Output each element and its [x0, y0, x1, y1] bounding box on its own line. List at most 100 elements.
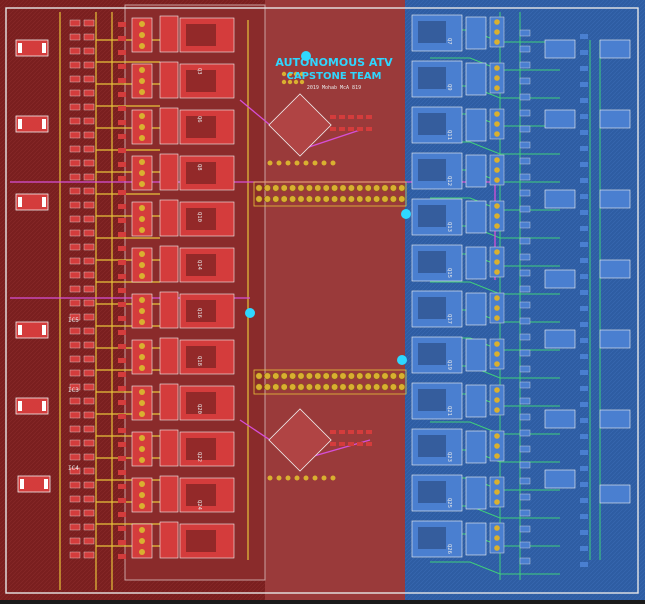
- ic-footprint: [544, 269, 576, 289]
- board-outline: [5, 7, 639, 594]
- resistor-pad: [83, 453, 95, 461]
- relay-inner: [186, 70, 216, 92]
- terminal-pin: [139, 354, 145, 360]
- header-pin: [263, 372, 271, 380]
- terminal-pin: [494, 295, 500, 301]
- resistor-pad: [519, 349, 531, 357]
- resistor-pad: [83, 117, 95, 125]
- terminal-pin: [139, 273, 145, 279]
- resistor-pad: [519, 45, 531, 53]
- pin-pad: [42, 43, 46, 53]
- resistor-pad: [118, 372, 126, 377]
- terminal-pin: [494, 259, 500, 265]
- resistor-pad: [118, 512, 126, 517]
- resistor-pad: [118, 246, 126, 251]
- resistor-pad: [519, 541, 531, 549]
- header-outline: [253, 369, 407, 395]
- terminal-pin: [494, 453, 500, 459]
- ic-footprint: [544, 189, 576, 209]
- terminal-pin: [139, 170, 145, 176]
- relay-body: [179, 477, 235, 513]
- relay-pad: [465, 246, 487, 280]
- resistor-pad: [83, 425, 95, 433]
- header-pin: [280, 195, 288, 203]
- header-pin: [272, 195, 280, 203]
- resistor-pad: [580, 434, 588, 439]
- resistor-pad: [519, 93, 531, 101]
- resistor-pad: [580, 178, 588, 183]
- resistor-pad: [519, 173, 531, 181]
- relay-inner: [418, 389, 446, 411]
- pin-pad: [44, 479, 48, 489]
- pad: [293, 71, 299, 77]
- terminal-pin: [139, 67, 145, 73]
- resistor-pad: [118, 344, 126, 349]
- board-title-line1: AUTONOMOUS ATV: [275, 56, 393, 69]
- terminal-pin: [139, 389, 145, 395]
- resistor-pad: [118, 204, 126, 209]
- resistor-pad: [69, 495, 81, 503]
- board-credit: 2019 Mohab McA 819: [307, 85, 361, 91]
- header-pin: [314, 383, 322, 391]
- header-pin: [381, 184, 389, 192]
- header-pin: [322, 383, 330, 391]
- header-pin: [389, 372, 397, 380]
- smd-pad: [357, 442, 363, 446]
- terminal-pin: [494, 65, 500, 71]
- header-pin: [373, 195, 381, 203]
- relay-body: [411, 198, 463, 236]
- resistor-pad: [69, 159, 81, 167]
- resistor-pad: [118, 50, 126, 55]
- resistor-pad: [118, 232, 126, 237]
- relay-inner: [418, 21, 446, 43]
- pad: [281, 71, 287, 77]
- relay-inner: [418, 205, 446, 227]
- terminal-pin: [139, 124, 145, 130]
- ic-footprint: [599, 39, 631, 59]
- relay-label: Q12: [446, 176, 452, 186]
- resistor-pad: [118, 64, 126, 69]
- ic-label: IC3: [68, 387, 79, 394]
- relay-label: Q22: [196, 452, 202, 462]
- resistor-pad: [118, 218, 126, 223]
- header-pin: [364, 372, 372, 380]
- header-pin: [389, 195, 397, 203]
- resistor-pad: [580, 514, 588, 519]
- pad: [330, 475, 336, 481]
- resistor-pad: [580, 210, 588, 215]
- smd-pad: [339, 115, 345, 119]
- header-pin: [389, 184, 397, 192]
- resistor-pad: [83, 19, 95, 27]
- resistor-pad: [83, 271, 95, 279]
- relay-body: [179, 63, 235, 99]
- header-pin: [331, 383, 339, 391]
- resistor-pad: [519, 557, 531, 565]
- resistor-pad: [69, 271, 81, 279]
- smd-pad: [339, 430, 345, 434]
- relay-inner: [418, 297, 446, 319]
- relay-pad: [159, 429, 179, 467]
- resistor-pad: [519, 237, 531, 245]
- resistor-pad: [83, 467, 95, 475]
- header-pin: [339, 195, 347, 203]
- resistor-pad: [69, 299, 81, 307]
- resistor-pad: [519, 29, 531, 37]
- mounting-via: [401, 209, 411, 219]
- resistor-pad: [580, 562, 588, 567]
- resistor-pad: [69, 47, 81, 55]
- resistor-pad: [83, 383, 95, 391]
- header-pin: [289, 195, 297, 203]
- relay-body: [411, 152, 463, 190]
- terminal-pin: [139, 113, 145, 119]
- relay-body: [179, 431, 235, 467]
- header-pin: [347, 372, 355, 380]
- smd-pad: [366, 127, 372, 131]
- relay-inner: [186, 346, 216, 368]
- pad: [330, 160, 336, 166]
- relay-label: Q26: [446, 544, 452, 554]
- resistor-pad: [83, 509, 95, 517]
- pad: [285, 475, 291, 481]
- resistor-pad: [69, 33, 81, 41]
- resistor-pad: [69, 411, 81, 419]
- terminal-pin: [139, 481, 145, 487]
